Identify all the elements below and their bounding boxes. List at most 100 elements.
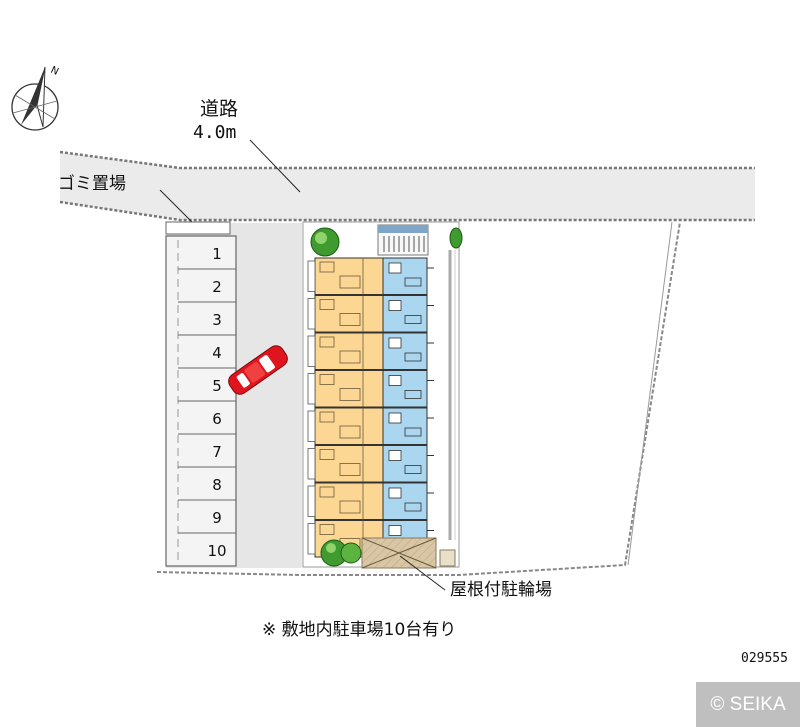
apartment-building — [302, 221, 460, 568]
entrance-stairs — [377, 224, 429, 256]
bike-side — [439, 549, 456, 567]
unit-bath — [388, 337, 402, 349]
parking-slot-number: 4 — [212, 344, 222, 362]
tree-crown — [340, 542, 362, 564]
garbage-station — [165, 221, 231, 235]
unit-balcony — [307, 523, 316, 555]
bicycle-parking — [361, 537, 456, 591]
boundary-line — [156, 221, 681, 576]
parking-slot-number: 3 — [212, 311, 222, 329]
parking-slot-dividers — [178, 268, 236, 534]
unit-furniture — [339, 500, 361, 514]
unit-row — [307, 295, 434, 333]
parking-note: ※ 敷地内駐車場10台有り — [262, 620, 457, 640]
compass-north-label: N — [49, 65, 60, 78]
road-name-label: 道路 — [200, 98, 239, 120]
unit-furniture — [319, 524, 335, 535]
unit-furniture — [339, 463, 361, 476]
unit-kitchen — [404, 502, 422, 512]
road-edge-bottom — [59, 200, 755, 222]
unit-kitchen — [404, 315, 422, 324]
tree-icon-top-left — [310, 227, 340, 257]
unit-row — [307, 407, 434, 445]
car-icon — [228, 345, 288, 395]
unit-bath — [388, 412, 402, 424]
parking-slot-number: 8 — [212, 476, 222, 494]
bike-roof-diagonal — [361, 537, 437, 569]
unit-kitchen — [404, 277, 422, 287]
unit-row — [307, 332, 434, 370]
parking-slot-number: 9 — [212, 509, 222, 527]
boundary-right — [627, 221, 673, 566]
unit-furniture — [339, 350, 361, 364]
tree-icon-top-right — [449, 227, 463, 249]
road-width-label: 4.0m — [193, 122, 237, 143]
road-surface — [60, 152, 755, 220]
compass-needle — [21, 67, 45, 125]
car-windshield — [259, 355, 275, 373]
road-leader-line — [249, 139, 301, 193]
unit-furniture — [339, 313, 361, 326]
unit-rows — [307, 257, 434, 558]
unit-living-area — [314, 370, 384, 408]
unit-bath — [388, 375, 402, 386]
unit-bath — [388, 525, 402, 536]
bike-leader-line — [399, 555, 446, 591]
property-code: 029555 — [741, 651, 788, 666]
compass-ring — [11, 83, 59, 131]
unit-furniture — [339, 275, 361, 289]
parking-lot — [165, 221, 302, 568]
parking-slot-number: 6 — [212, 410, 222, 428]
garbage-leader-line — [159, 189, 196, 226]
road-edge-top — [59, 150, 755, 170]
parking-slot-number: 10 — [207, 542, 227, 560]
unit-bath — [388, 450, 402, 461]
unit-kitchen — [404, 352, 422, 362]
unit-furniture — [319, 261, 335, 273]
compass-icon: N — [11, 65, 60, 131]
unit-balcony — [307, 260, 316, 292]
parking-slot-number: 2 — [212, 278, 222, 296]
site-boundary — [156, 189, 681, 576]
road — [59, 139, 755, 222]
unit-kitchen — [404, 390, 422, 399]
parking-slot-number: 5 — [212, 377, 222, 395]
garbage-area-label: ゴミ置場 — [58, 174, 126, 194]
unit-furniture — [319, 299, 335, 310]
stairs-roof — [378, 225, 428, 233]
unit-row — [307, 257, 434, 295]
unit-balcony — [307, 410, 316, 442]
tree-highlight — [315, 232, 327, 244]
unit-kitchen — [404, 465, 422, 474]
unit-furniture — [319, 486, 335, 498]
tree-highlight — [326, 543, 336, 553]
tree-icon-bottom — [320, 539, 362, 567]
unit-furniture — [319, 449, 335, 460]
credit-badge: © SEIKA — [696, 682, 800, 727]
tree-crown — [449, 227, 463, 249]
unit-balcony — [307, 373, 316, 405]
unit-row — [307, 482, 434, 520]
car-rear-window — [236, 373, 250, 388]
unit-balcony — [307, 485, 316, 517]
unit-balcony — [307, 335, 316, 367]
compass-needle-shadow — [36, 66, 46, 128]
car-roof — [244, 361, 266, 383]
unit-row — [307, 370, 434, 408]
parking-slot-number: 1 — [212, 245, 222, 263]
unit-furniture — [319, 374, 335, 385]
unit-balcony — [307, 448, 316, 480]
unit-balcony — [307, 298, 316, 330]
bicycle-parking-label: 屋根付駐輪場 — [450, 580, 552, 600]
unit-row — [307, 445, 434, 483]
unit-furniture — [339, 388, 361, 401]
unit-furniture — [319, 411, 335, 423]
unit-bath — [388, 300, 402, 311]
unit-furniture — [319, 336, 335, 348]
unit-kitchen — [404, 427, 422, 437]
unit-furniture — [339, 425, 361, 439]
stair-steps — [383, 236, 425, 252]
unit-bath — [388, 487, 402, 499]
compass-line — [12, 100, 58, 114]
